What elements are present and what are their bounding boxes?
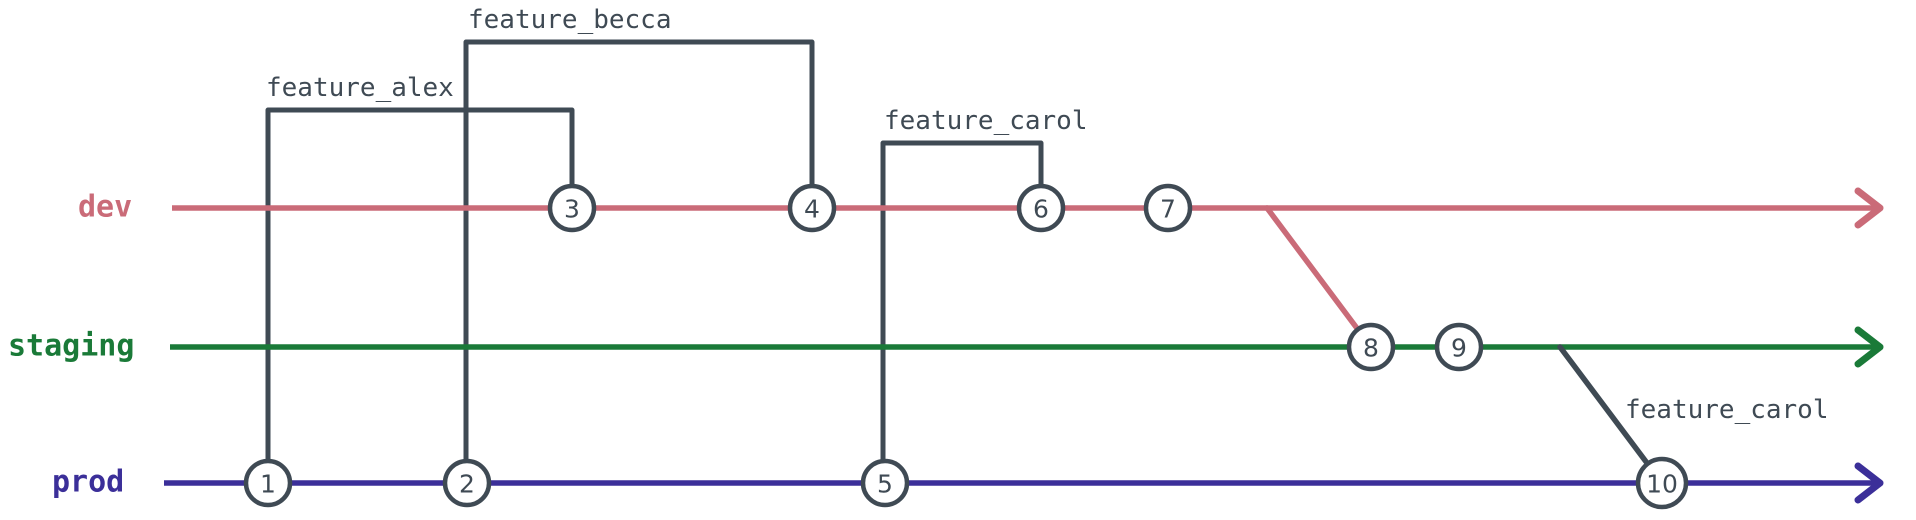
merge-line-layer	[1264, 205, 1665, 486]
commit-circle-3[interactable]	[547, 183, 597, 233]
branch-arrowhead-dev	[1854, 187, 1884, 229]
commit-circle-9[interactable]	[1434, 322, 1484, 372]
commit-label-5: 5	[877, 470, 893, 499]
feature-branch-path-feature_alex	[265, 107, 575, 486]
commit-circle-2[interactable]	[442, 458, 492, 508]
branch-arrowhead-staging	[1854, 326, 1884, 368]
commit-node-5[interactable]: 5	[860, 458, 910, 508]
label-layer: feature_alexfeature_beccafeature_carolde…	[8, 5, 1829, 500]
commit-label-4: 4	[804, 195, 820, 224]
commit-node-10[interactable]: 10	[1635, 456, 1689, 510]
commit-label-7: 7	[1160, 195, 1176, 224]
merge-line-merge_dev_to_staging	[1264, 205, 1374, 350]
feature-branch-path-feature_carol	[880, 140, 1044, 486]
commit-node-2[interactable]: 2	[442, 458, 492, 508]
commit-node-4[interactable]: 4	[787, 183, 837, 233]
branch-arrowhead-prod	[1854, 462, 1884, 504]
commit-circle-6[interactable]	[1016, 183, 1066, 233]
commit-circle-10[interactable]	[1635, 456, 1689, 510]
commit-label-6: 6	[1033, 195, 1049, 224]
commit-layer: 1 2 3 4 5 6 7 8 9 10	[243, 183, 1689, 510]
commit-label-10: 10	[1646, 470, 1678, 499]
feature-branch-label-feature_alex: feature_alex	[266, 73, 454, 103]
feature-branch-path-feature_becca	[463, 39, 815, 486]
commit-circle-5[interactable]	[860, 458, 910, 508]
branch-name-label-dev: dev	[78, 190, 132, 225]
branch-name-label-staging: staging	[8, 329, 134, 364]
commit-circle-4[interactable]	[787, 183, 837, 233]
commit-node-6[interactable]: 6	[1016, 183, 1066, 233]
merge-label-merge_staging_to_prod: feature_carol	[1625, 395, 1829, 425]
commit-node-9[interactable]: 9	[1434, 322, 1484, 372]
commit-circle-7[interactable]	[1143, 183, 1193, 233]
feature-branch-layer	[265, 39, 1044, 486]
commit-label-9: 9	[1451, 334, 1467, 363]
commit-circle-8[interactable]	[1346, 322, 1396, 372]
branch-line-layer	[164, 187, 1884, 504]
merge-line-merge_staging_to_prod	[1557, 344, 1665, 486]
commit-node-3[interactable]: 3	[547, 183, 597, 233]
commit-label-8: 8	[1363, 334, 1379, 363]
commit-node-8[interactable]: 8	[1346, 322, 1396, 372]
branch-name-label-prod: prod	[52, 465, 124, 500]
commit-label-3: 3	[564, 195, 580, 224]
commit-circle-1[interactable]	[243, 458, 293, 508]
feature-branch-label-feature_becca: feature_becca	[468, 5, 672, 35]
feature-branch-label-feature_carol: feature_carol	[884, 106, 1088, 136]
commit-label-2: 2	[459, 470, 475, 499]
commit-label-1: 1	[260, 470, 276, 499]
commit-node-1[interactable]: 1	[243, 458, 293, 508]
commit-node-7[interactable]: 7	[1143, 183, 1193, 233]
